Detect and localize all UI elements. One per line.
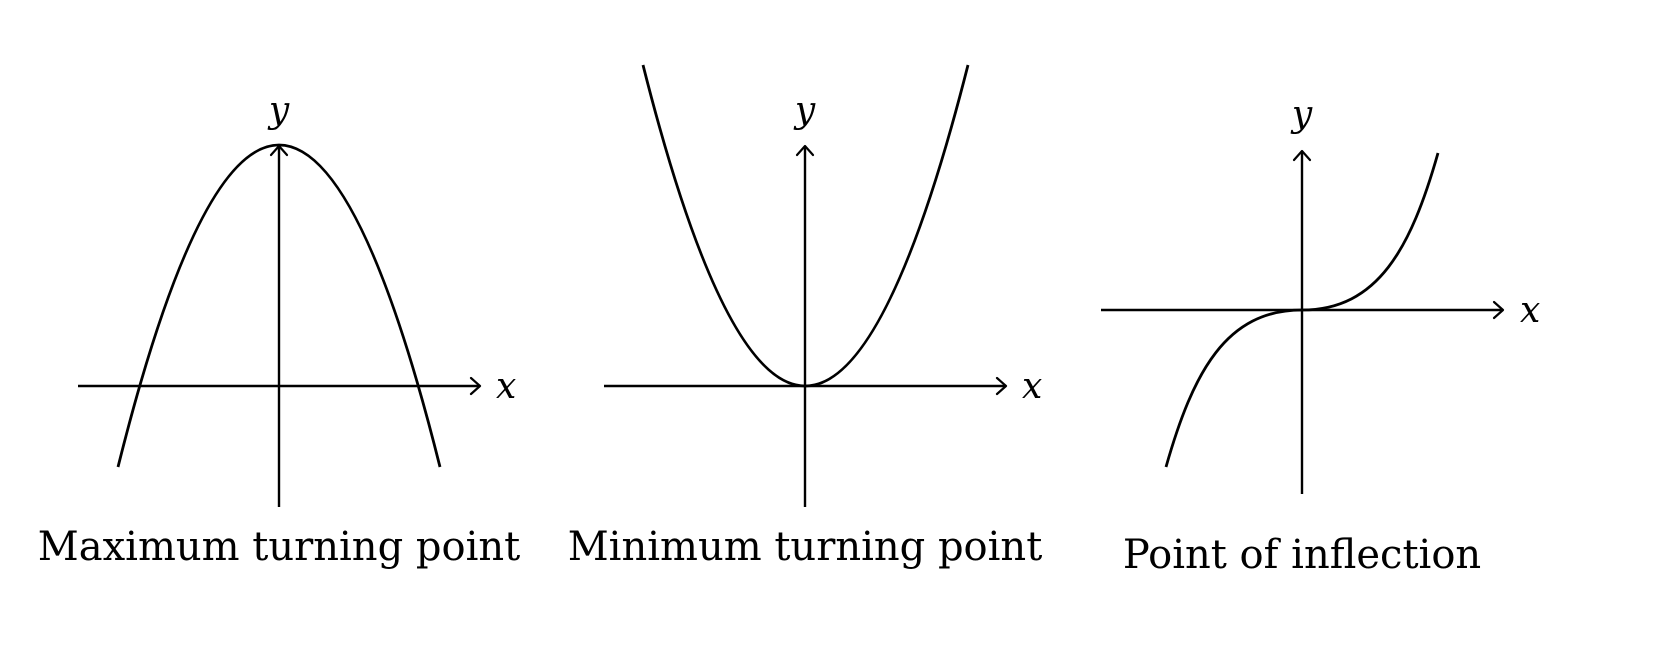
x-axis-arrow-icon [469,376,482,396]
panel-maximum: x y Maximum turning point [38,90,520,570]
curve-upward-parabola [641,64,970,388]
x-axis-label: x [1022,366,1042,407]
caption-inflection: Point of inflection [1123,532,1481,578]
x-axis-arrow-icon [995,376,1008,396]
y-axis-arrow-icon [1292,149,1312,162]
y-axis-label: y [793,90,816,131]
caption-minimum: Minimum turning point [568,524,1043,570]
y-axis-arrow-icon [795,144,815,157]
y-axis-label: y [267,90,290,131]
curve-downward-parabola [116,143,442,468]
y-axis-label: y [1290,94,1313,135]
x-axis-arrow-icon [1492,300,1505,320]
x-axis-label: x [1520,290,1540,331]
curve-cubic [1164,152,1440,468]
panel-inflection: x y Point of inflection [1101,94,1540,578]
x-axis-label: x [496,366,516,407]
caption-maximum: Maximum turning point [38,524,520,570]
panel-minimum: x y Minimum turning point [568,64,1043,570]
